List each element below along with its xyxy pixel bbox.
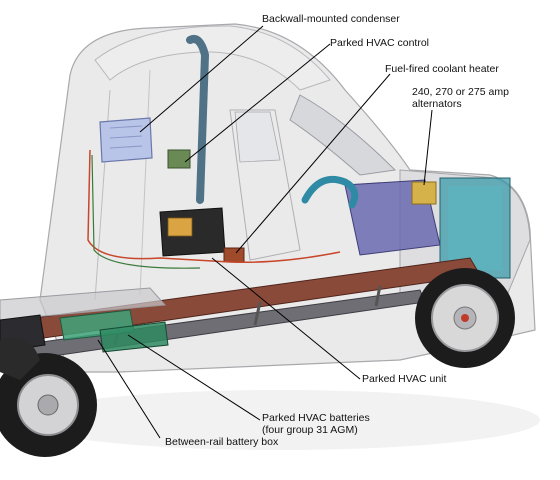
label-backwall-condenser: Backwall-mounted condenser [262, 13, 400, 25]
hvac-unit-panel [167, 217, 193, 237]
condenser-fin [109, 145, 143, 149]
label-parked-hvac-unit-text: Parked HVAC unit [362, 373, 447, 385]
leader-lines [97, 25, 433, 439]
sleeper-rib [139, 69, 151, 296]
cross-member [253, 301, 262, 326]
windshield [289, 94, 397, 176]
coolant-heater [223, 247, 245, 263]
label-parked-hvac-batteries-line1: Parked HVAC batteries [262, 412, 370, 424]
leader-condenser [139, 25, 264, 133]
cab-door [229, 109, 301, 261]
leader-heater [235, 73, 391, 254]
label-parked-hvac-control-text: Parked HVAC control [330, 37, 430, 49]
wiring-harness [87, 149, 341, 264]
label-parked-hvac-batteries-line2: (four group 31 AGM) [262, 424, 358, 436]
label-parked-hvac-batteries: Parked HVAC batteries (four group 31 AGM… [262, 412, 370, 436]
wiring-harness [91, 154, 201, 269]
condenser-fin [109, 125, 143, 129]
label-fuel-fired-coolant-heater-text: Fuel-fired coolant heater [385, 63, 499, 75]
deck-plate [0, 287, 167, 321]
label-alternators-line2: alternators [412, 98, 462, 110]
leader-batteries [127, 334, 261, 421]
leader-alternators [423, 109, 433, 186]
label-parked-hvac-control: Parked HVAC control [330, 37, 429, 49]
rear-wheel-inner [0, 337, 40, 380]
alternator [411, 181, 437, 205]
label-between-rail-battery-box: Between-rail battery box [165, 436, 278, 448]
rear-wheel-hub [37, 394, 59, 416]
hvac-batteries [99, 321, 169, 353]
leader-unit [211, 257, 361, 380]
coolant-hose [301, 175, 359, 209]
exhaust-pipe [186, 35, 210, 204]
leader-control [184, 43, 331, 163]
label-alternators-line1: 240, 270 or 275 amp [412, 86, 509, 98]
label-backwall-condenser-text: Backwall-mounted condenser [262, 13, 400, 25]
condenser-fin [109, 135, 143, 139]
roof-fairing [94, 25, 331, 91]
backwall-condenser [99, 117, 153, 163]
label-fuel-fired-coolant-heater: Fuel-fired coolant heater [385, 63, 499, 75]
leader-battery-box [97, 339, 161, 439]
label-between-rail-battery-box-text: Between-rail battery box [165, 436, 279, 448]
side-window [234, 111, 281, 163]
cross-member [374, 285, 382, 307]
hvac-control-module [167, 149, 191, 169]
radiator-core [448, 186, 502, 270]
label-alternators: 240, 270 or 275 amp alternators [412, 86, 509, 110]
ground-shadow [20, 390, 540, 450]
label-parked-hvac-unit: Parked HVAC unit [362, 373, 446, 385]
front-wheel-cap [461, 314, 469, 322]
